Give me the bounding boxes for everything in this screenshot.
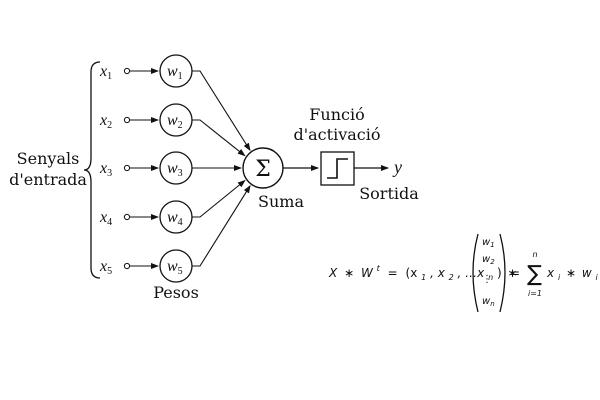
weight-vector-entry-4: wn	[482, 296, 495, 308]
input-signals-label-line2: d'entrada	[9, 170, 87, 189]
weight-vector: w1 w2 ⋮ wn	[482, 237, 495, 308]
input-terminal-3	[123, 164, 131, 172]
input-variable-5: x5	[99, 258, 112, 277]
weight-to-sum-arrow-1	[192, 70, 251, 152]
weight-vector-entry-3: ⋮	[482, 274, 492, 285]
input-signals-label-line1: Senyals	[17, 149, 80, 168]
step-function-icon	[327, 158, 348, 179]
vector-left-paren	[472, 233, 479, 313]
weight-to-sum-arrow-5	[192, 184, 251, 267]
input-row-1: x1 w1	[99, 54, 251, 152]
weight-label-5: w5	[167, 258, 183, 277]
weight-vector-entry-1: w1	[482, 237, 495, 249]
input-row-4: x4 w4	[99, 179, 246, 234]
input-terminal-4	[123, 213, 131, 221]
weight-label-4: w4	[167, 209, 183, 228]
input-terminal-5	[123, 262, 131, 270]
input-row-5: x5 w5	[99, 184, 251, 283]
summation-upper-limit: n	[532, 250, 537, 259]
weights-label: Pesos	[153, 283, 199, 302]
weight-vector-entry-2: w2	[482, 254, 495, 266]
input-row-3: x3 w3	[99, 151, 242, 185]
input-rows: x1 w1 x2 w2 x3 w3 x4 w4 x5 w5	[99, 54, 251, 283]
activation-label-line1: Funció	[309, 105, 364, 124]
weight-label-1: w1	[167, 63, 183, 82]
vector-right-paren	[499, 233, 506, 313]
formula-lhs: X ∗ W t = (x 1 , x 2 , …x n ) ∗	[328, 260, 518, 283]
summation-lower-limit: i=1	[528, 289, 542, 298]
output-variable: y	[392, 157, 402, 177]
input-terminal-2	[123, 116, 131, 124]
input-variable-4: x4	[99, 209, 112, 228]
output-label: Sortida	[359, 184, 419, 203]
input-variable-1: x1	[99, 63, 112, 82]
weight-label-3: w3	[167, 160, 183, 179]
weight-to-sum-arrow-4	[192, 179, 246, 218]
weight-label-2: w2	[167, 112, 183, 131]
activation-label-line2: d'activació	[294, 125, 381, 144]
sum-label: Suma	[258, 192, 304, 211]
weighted-sum-formula: X ∗ W t = (x 1 , x 2 , …x n ) ∗ w1w2⋮wn …	[328, 233, 599, 313]
summation-sign: ∑	[527, 262, 542, 287]
input-terminal-1	[123, 67, 131, 75]
summation-term: x i ∗ w i	[546, 266, 599, 283]
input-brace	[83, 61, 101, 279]
formula-equals-2: =	[510, 266, 520, 280]
input-variable-2: x2	[99, 112, 112, 131]
summation-symbol: Σ	[255, 157, 271, 182]
input-variable-3: x3	[99, 160, 112, 179]
input-row-2: x2 w2	[99, 103, 246, 157]
weight-to-sum-arrow-2	[192, 119, 246, 157]
